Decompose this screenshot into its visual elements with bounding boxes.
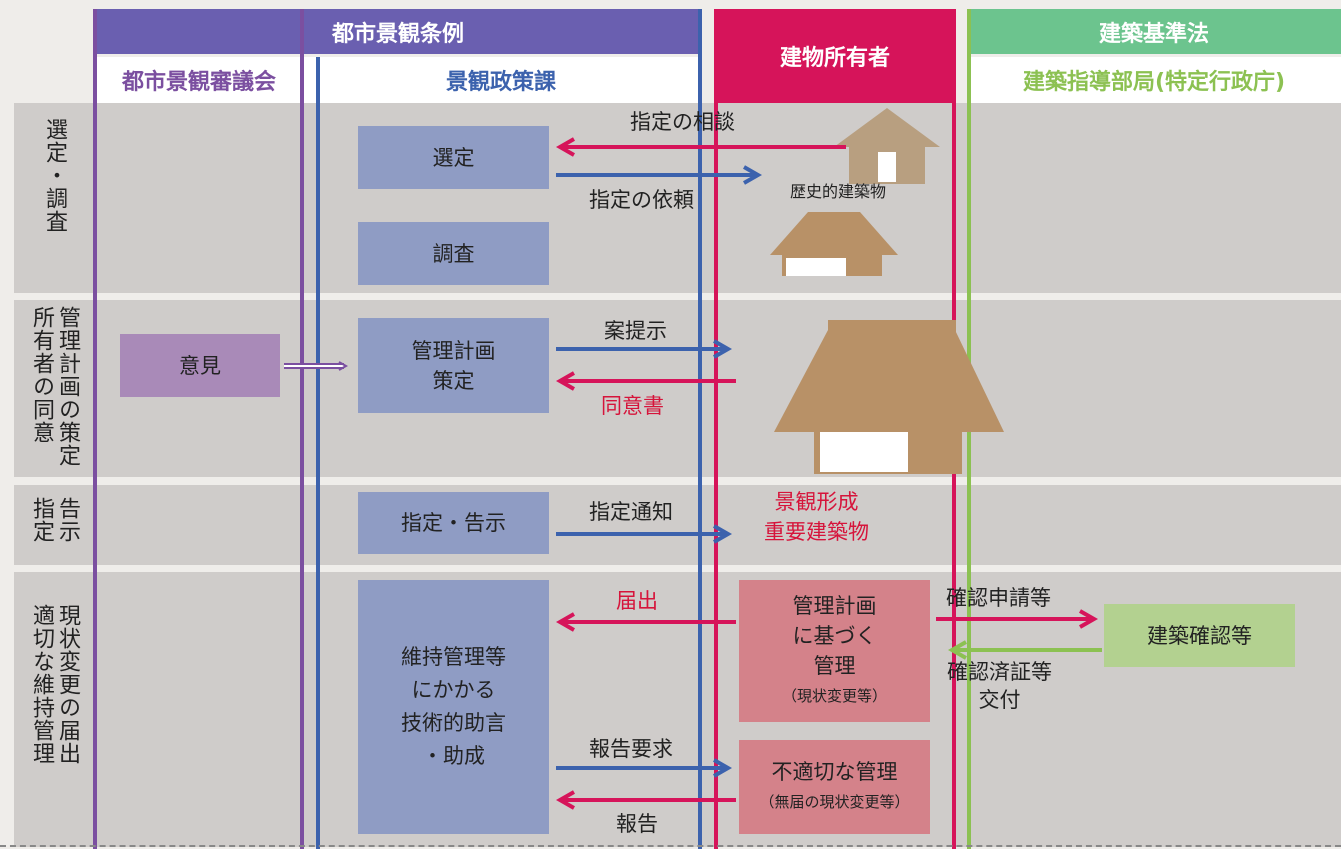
label-filing: 届出 — [616, 589, 658, 613]
box-opinion: 意見 — [120, 334, 280, 397]
row-label-notice-a: 告示 — [55, 497, 80, 543]
label-consult: 指定の相談 — [630, 110, 735, 134]
box-select: 選定 — [358, 126, 549, 189]
line-ordinance-left — [93, 9, 97, 849]
row-label-plan-b: 所有者の同意 — [29, 306, 54, 444]
box-improper: 不適切な管理 （無届の現状変更等） — [739, 740, 930, 834]
header-council: 都市景観審議会 — [96, 57, 302, 103]
label-important-building: 景観形成重要建築物 — [764, 490, 869, 544]
label-consent: 同意書 — [601, 394, 664, 418]
label-certificate: 確認済証等交付 — [947, 660, 1052, 712]
header-ordinance: 都市景観条例 — [96, 9, 700, 54]
box-support: 維持管理等にかかる 技術的助言・助成 — [358, 580, 549, 834]
band-designation — [14, 485, 1341, 565]
row-label-maintenance: 現状変更の届出 適切な維持管理 — [14, 604, 94, 844]
line-council-right — [300, 9, 304, 849]
line-policy-left — [316, 57, 320, 849]
label-notify: 指定通知 — [589, 500, 673, 524]
box-survey: 調査 — [358, 222, 549, 285]
thatched-house-large-icon — [774, 320, 1004, 474]
box-designate: 指定・告示 — [358, 492, 549, 554]
label-report: 報告 — [616, 812, 658, 836]
row-label-maint-b: 適切な維持管理 — [29, 604, 54, 765]
box-managed: 管理計画に基づく管理 （現状変更等） — [739, 580, 930, 722]
bottom-dashed-border — [0, 845, 1341, 847]
box-building-confirmation: 建築確認等 — [1104, 604, 1295, 667]
row-label-notice-b: 指定 — [29, 497, 54, 543]
line-owner-left — [714, 9, 718, 849]
row-label-designation: 告示 指定 — [14, 497, 94, 559]
box-plan: 管理計画策定 — [358, 318, 549, 413]
row-label-plan-a: 管理計画の策定 — [55, 306, 80, 467]
label-apply: 確認申請等 — [946, 586, 1051, 610]
label-historic: 歴史的建築物 — [790, 182, 887, 201]
row-label-maint-a: 現状変更の届出 — [55, 604, 80, 765]
label-proposal: 案提示 — [604, 319, 667, 343]
header-building-law: 建築基準法 — [967, 9, 1341, 54]
line-policy-right — [698, 9, 702, 849]
historic-house-icon — [834, 108, 940, 184]
band-selection — [14, 103, 1341, 293]
header-owner: 建物所有者 — [714, 9, 956, 103]
row-label-selection: 選定・調査 — [42, 118, 67, 233]
header-building-authority: 建築指導部局(特定行政庁) — [967, 57, 1341, 103]
label-request: 指定の依頼 — [589, 188, 694, 212]
thatched-house-icon — [770, 212, 898, 276]
header-policy-division: 景観政策課 — [302, 57, 700, 103]
label-report-request: 報告要求 — [589, 737, 673, 761]
row-label-plan: 管理計画の策定 所有者の同意 — [14, 306, 94, 476]
